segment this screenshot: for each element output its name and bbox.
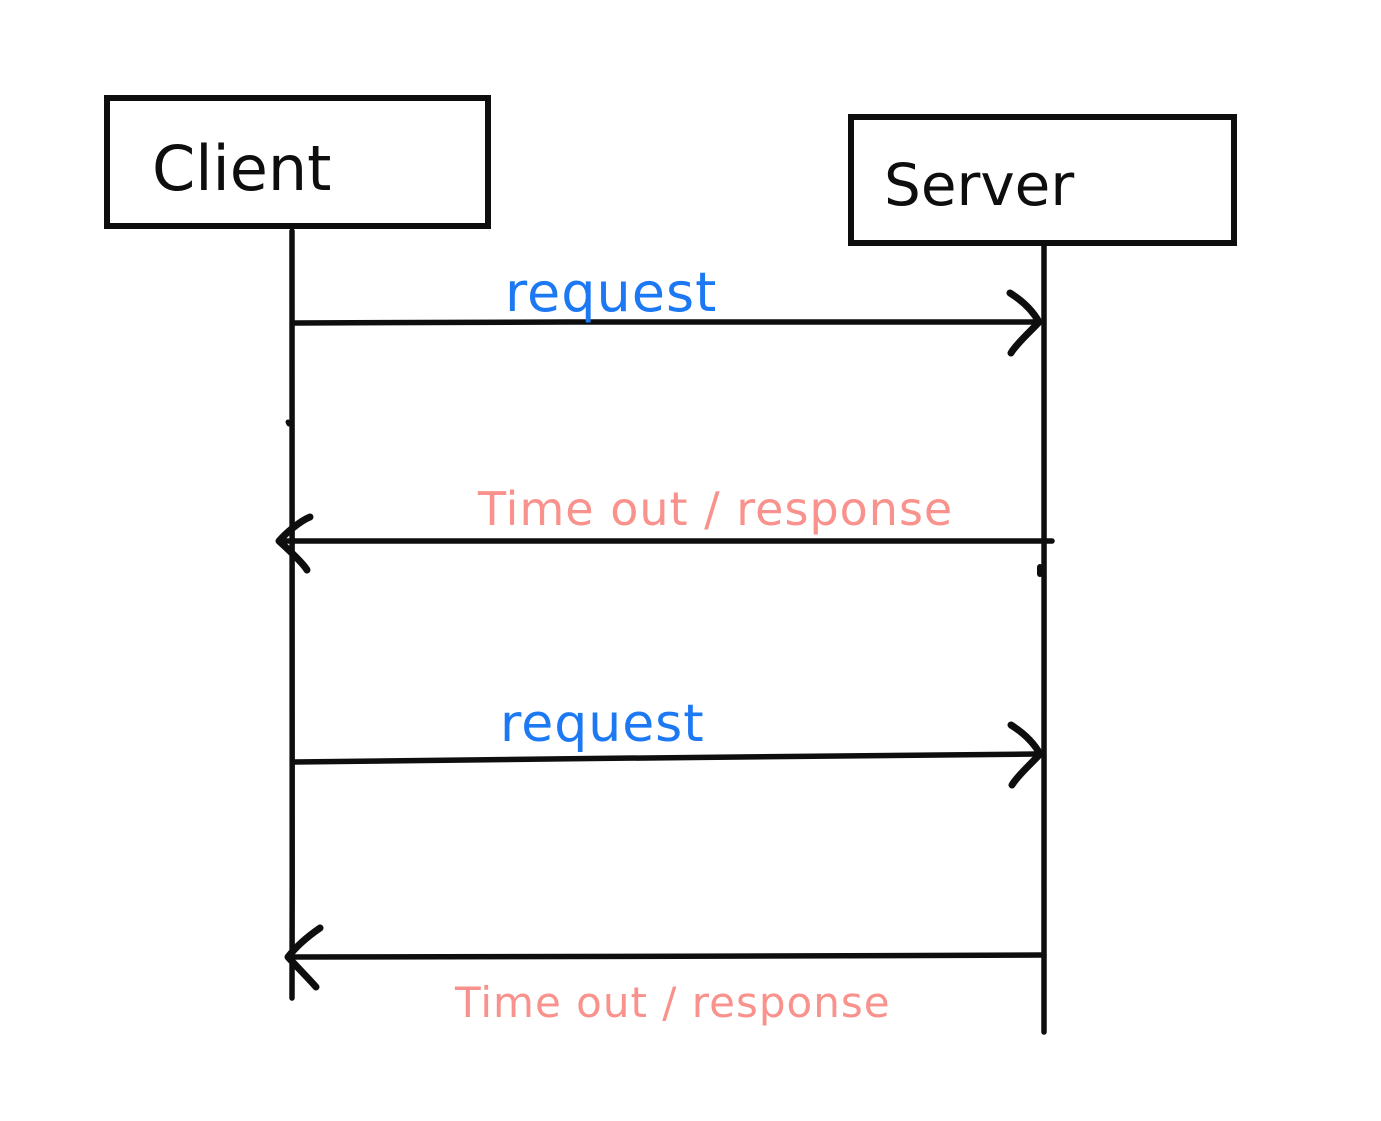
message-3-line [291, 751, 1039, 765]
actor-label-client: Client [152, 131, 332, 205]
message-label-request-1: request [505, 261, 718, 324]
lifeline-client [288, 228, 295, 1001]
actor-box-server: Server [848, 114, 1237, 246]
message-1-line [291, 318, 1039, 326]
message-label-timeout-response-2: Time out / response [455, 978, 891, 1027]
actor-label-server: Server [884, 151, 1075, 219]
lifeline-server [1040, 243, 1048, 1035]
message-1-arrowhead [1006, 289, 1043, 357]
message-2-arrowhead [275, 513, 314, 574]
actor-box-client: Client [104, 95, 491, 229]
message-4-line [287, 952, 1047, 960]
pen-dot-client-lifeline [285, 419, 292, 427]
message-3-arrowhead [1007, 721, 1044, 789]
message-label-request-2: request [500, 694, 705, 754]
message-label-timeout-response-1: Time out / response [478, 482, 954, 536]
message-4-arrowhead [284, 924, 324, 991]
